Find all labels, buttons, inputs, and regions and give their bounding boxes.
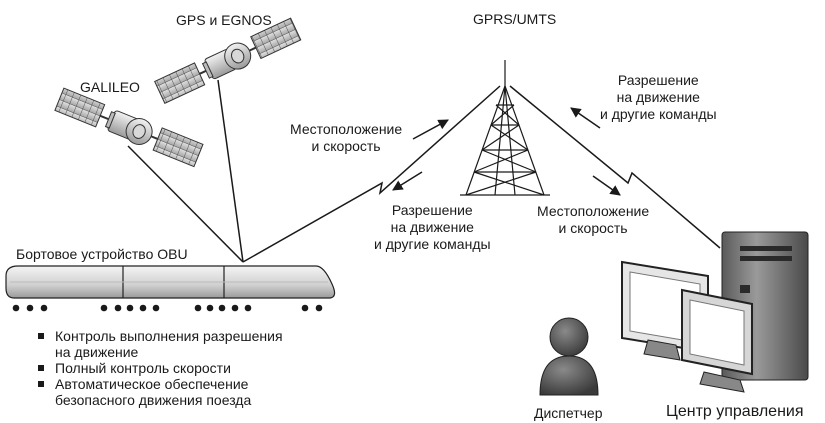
arrow-position-up [412,119,449,140]
feature-item: Контроль выполнения разрешения на движен… [36,328,287,360]
radio-link-center [509,85,721,249]
permission-label-right: Разрешение на движение и другие команды [600,72,717,122]
gps-satellite-icon [154,17,302,104]
dispatcher-label: Диспетчер [534,405,603,421]
gps-egnos-label: GPS и EGNOS [176,12,272,28]
feature-item: Полный контроль скорости [36,360,307,376]
position-label-right: Местоположение и скорость [537,203,650,236]
gprs-umts-label: GPRS/UMTS [473,11,557,27]
feature-list: Контроль выполнения разрешения на движен… [36,328,307,408]
dispatcher-icon [539,317,599,396]
arrow-permission-up [570,107,601,129]
control-center-label: Центр управления [666,403,804,420]
gps-link-line [217,79,244,263]
train-icon [5,265,336,312]
radio-link-train [242,85,501,263]
radio-tower-icon [460,60,550,196]
obu-label: Бортовое устройство OBU [16,246,188,262]
control-center-computer-icon [621,231,809,393]
galileo-satellite-icon [54,87,204,168]
permission-label-center: Разрешение на движение и другие команды [374,202,491,252]
feature-item: Автоматическое обеспечение безопасного д… [36,376,307,408]
arrow-permission-down [392,171,423,191]
arrow-position-down [592,175,621,196]
position-label-left: Местоположение и скорость [290,121,403,154]
galileo-link-line [127,145,244,263]
galileo-label: GALILEO [80,79,140,95]
